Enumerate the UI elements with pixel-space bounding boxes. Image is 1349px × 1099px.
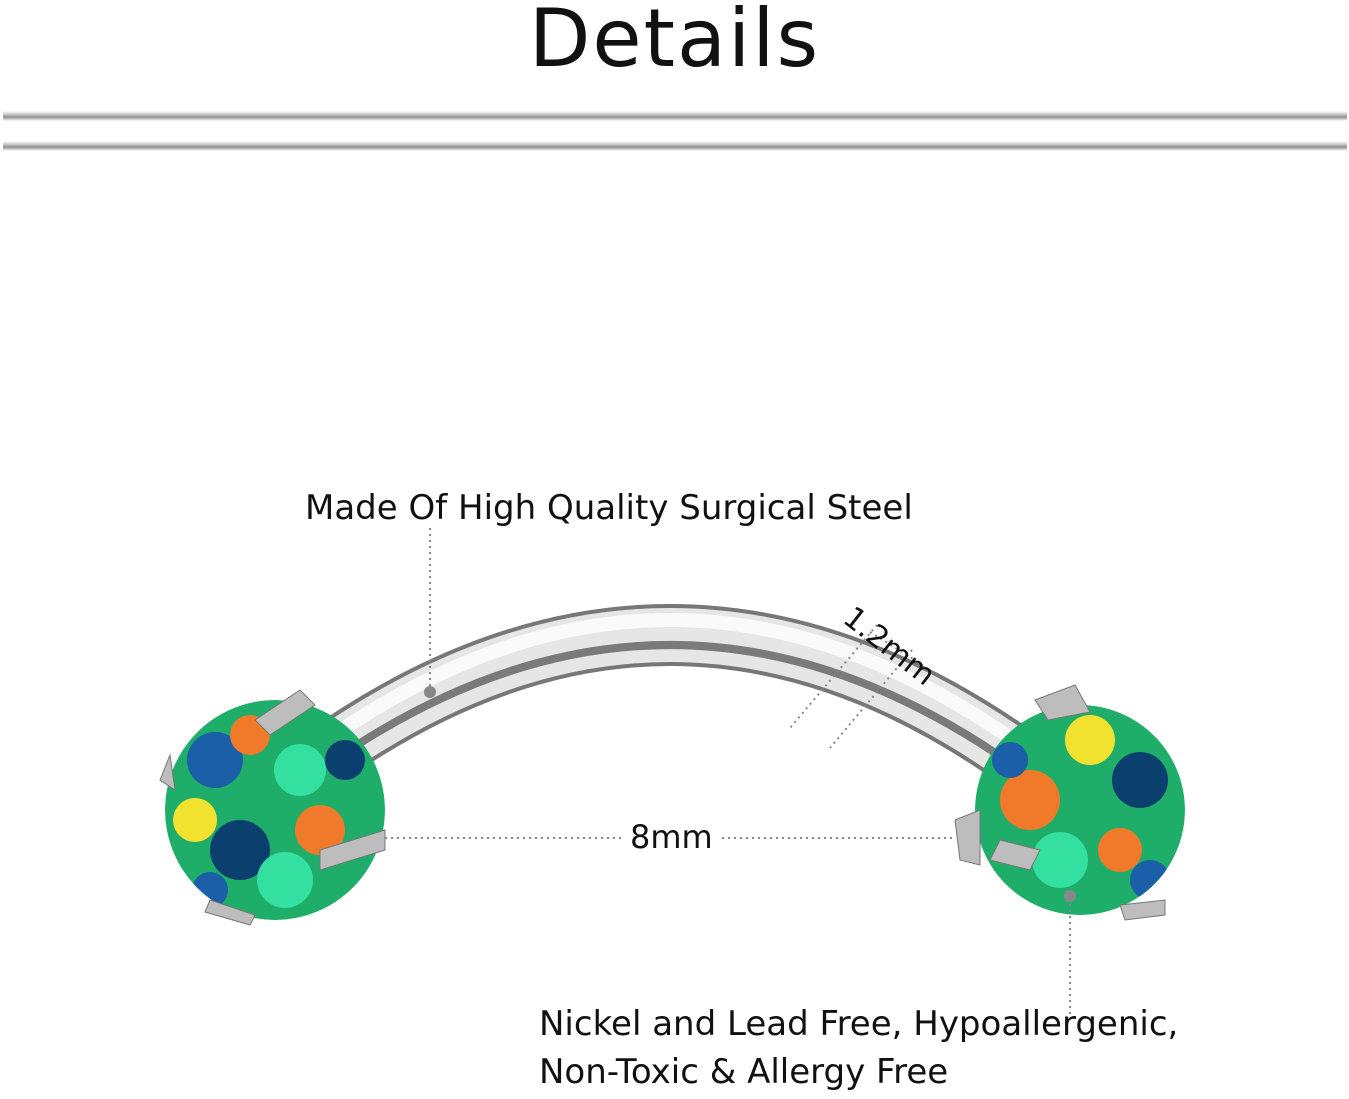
callout-dot-ball <box>1064 890 1076 902</box>
material-label: Made Of High Quality Surgical Steel <box>305 488 913 528</box>
dimension-lines <box>385 528 1071 1015</box>
prong-right <box>954 684 1166 921</box>
divider-bottom <box>3 141 1347 151</box>
safety-label-line1: Nickel and Lead Free, Hypoallergenic, <box>539 1004 1179 1044</box>
opal-ball-right <box>975 705 1185 915</box>
safety-label-line2: Non-Toxic & Allergy Free <box>539 1052 949 1092</box>
callout-dot-bar <box>424 686 436 698</box>
opal-ball-left <box>165 700 385 920</box>
length-label: 8mm <box>630 818 713 856</box>
page-title: Details <box>528 0 821 85</box>
divider-top <box>3 111 1347 121</box>
prong-left <box>159 689 386 926</box>
